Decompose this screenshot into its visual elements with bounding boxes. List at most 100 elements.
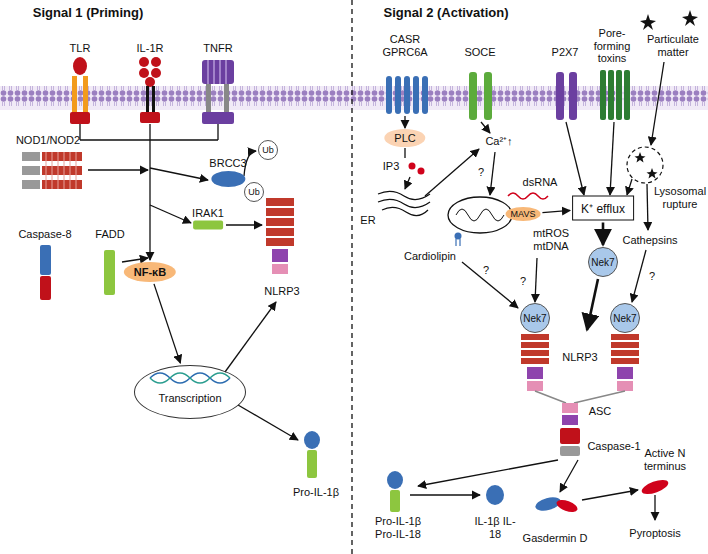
nlrp3-complex-part bbox=[617, 381, 633, 391]
nlrp3-complex-part-part bbox=[611, 334, 639, 340]
stimulus-name: Pore-forming toxins bbox=[581, 27, 643, 65]
k-efflux-box: K⁺ efflux bbox=[572, 196, 634, 221]
transcription-dna-part bbox=[150, 373, 230, 383]
node-text: NF-κB bbox=[134, 266, 166, 278]
node-text: PLC bbox=[394, 132, 415, 144]
particles-part bbox=[682, 10, 698, 26]
left-arrows-part bbox=[150, 168, 208, 180]
soce-channel-part bbox=[484, 72, 492, 120]
ip3-dots bbox=[409, 163, 425, 175]
soce-channel bbox=[469, 72, 492, 120]
cytokine-name: IL-1β IL-18 bbox=[473, 515, 517, 540]
nod-icons bbox=[22, 152, 82, 189]
nlrp3-complex-part-part bbox=[611, 350, 639, 356]
right-arrows-part bbox=[410, 494, 480, 495]
dsrna bbox=[508, 193, 548, 199]
left-arrows bbox=[80, 124, 298, 440]
nlrp3-complex-part-part bbox=[521, 334, 549, 340]
left-arrows-part bbox=[88, 169, 148, 170]
dsrna-part bbox=[508, 193, 548, 199]
right-arrows-part bbox=[425, 149, 479, 196]
ip3-dots-part bbox=[418, 168, 425, 175]
ligand-name: dsRNA bbox=[523, 176, 558, 189]
organelle-name: ER bbox=[360, 214, 375, 227]
right-arrows-part bbox=[481, 122, 490, 133]
ub-circle: Ub bbox=[258, 140, 278, 160]
nlrp3-icon-left-part bbox=[266, 238, 294, 246]
tnfr-receptor-part bbox=[224, 84, 229, 112]
tnfr-receptor-part bbox=[202, 60, 234, 84]
right-arrows-part bbox=[462, 262, 518, 308]
nlrp3-complex-part-part bbox=[521, 342, 549, 348]
right-arrows-part bbox=[405, 177, 410, 189]
right-arrows-part bbox=[587, 279, 598, 330]
right-arrows-part bbox=[647, 184, 648, 230]
brcc3-node: BRCC3 bbox=[209, 157, 246, 187]
il1r-receptor-part bbox=[145, 77, 155, 87]
right-arrows-part bbox=[490, 152, 495, 195]
fragment-name: Active N terminus bbox=[634, 447, 696, 472]
right-arrows-part bbox=[632, 250, 646, 302]
nlrp3-icon-left-part bbox=[272, 264, 288, 274]
particles-part bbox=[647, 168, 658, 179]
p2x7-channel-part bbox=[556, 72, 564, 120]
plc-ellipse: PLC bbox=[384, 129, 425, 147]
nlrp3-complex-part-part bbox=[521, 350, 549, 356]
tnfr-receptor bbox=[202, 60, 234, 124]
cardiolipin-icon-part bbox=[456, 239, 460, 246]
particles-part bbox=[640, 14, 656, 30]
nlrp3-complex-part-part bbox=[521, 358, 549, 364]
protein-name: ASC bbox=[589, 405, 612, 418]
transcription-dna bbox=[150, 373, 230, 383]
left-arrows-part bbox=[150, 205, 191, 223]
casr-receptor-part bbox=[404, 76, 410, 114]
casr-receptor-part bbox=[422, 76, 428, 114]
lipid-name: Cardiolipin bbox=[404, 250, 456, 263]
right-arrows-part bbox=[560, 460, 578, 492]
nod-icons-part bbox=[46, 152, 76, 189]
node-text: K⁺ efflux bbox=[581, 200, 625, 217]
node-text: Nek7 bbox=[613, 313, 636, 324]
right-arrows-part bbox=[654, 495, 655, 520]
nlrp3-complex-part bbox=[527, 381, 543, 391]
mavs-ellipse: MAVS bbox=[506, 207, 541, 221]
nlrp3-icon-left-part bbox=[272, 249, 288, 262]
node-text: Nek7 bbox=[523, 313, 546, 324]
protein-name: NLRP3 bbox=[562, 351, 597, 364]
nlrp3-icon-left-part bbox=[266, 198, 294, 206]
il1r-receptor-part bbox=[151, 68, 161, 78]
il1r-receptor-part bbox=[151, 57, 161, 67]
node-text: Transcription bbox=[158, 392, 221, 404]
cardiolipin-icon bbox=[455, 233, 462, 247]
connector-arrow bbox=[542, 210, 570, 212]
right-arrows-part bbox=[610, 122, 614, 195]
irak1-node: IRAK1 bbox=[192, 207, 224, 230]
protein-name: FADD bbox=[95, 228, 124, 241]
receptor-name: IL-1R bbox=[137, 42, 164, 55]
lysosome bbox=[627, 147, 663, 183]
node-shape bbox=[211, 171, 245, 187]
caspase8-fadd-icons-part bbox=[40, 245, 51, 275]
gasdermin-icons-part bbox=[555, 498, 579, 515]
right-arrows-part bbox=[627, 179, 632, 195]
nfkb-ellipse: NF-κB bbox=[124, 262, 176, 282]
mitochondrion bbox=[448, 197, 512, 233]
signal-name: mtROS mtDNA bbox=[530, 227, 572, 252]
nlrp3-icon-left bbox=[266, 198, 294, 274]
pro-il1b-icon-left bbox=[304, 431, 320, 478]
pore-toxin-part bbox=[624, 70, 630, 120]
nlrp3-complex-part bbox=[527, 367, 543, 379]
cytokine-icons bbox=[387, 471, 504, 512]
transcription-dna-part bbox=[150, 373, 230, 383]
nlrp3-complex-part-part bbox=[611, 342, 639, 348]
left-arrows-part bbox=[80, 124, 218, 140]
nlrp3-complex-part bbox=[562, 415, 578, 425]
receptor-name: TLR bbox=[70, 42, 91, 55]
casr-receptor-part bbox=[395, 76, 401, 114]
left-arrows-part bbox=[149, 140, 150, 260]
pore-toxin bbox=[600, 70, 630, 120]
nlrp3-complex-part bbox=[617, 367, 633, 379]
nod-icons-part bbox=[22, 152, 40, 161]
nod-icons-part bbox=[22, 180, 40, 189]
